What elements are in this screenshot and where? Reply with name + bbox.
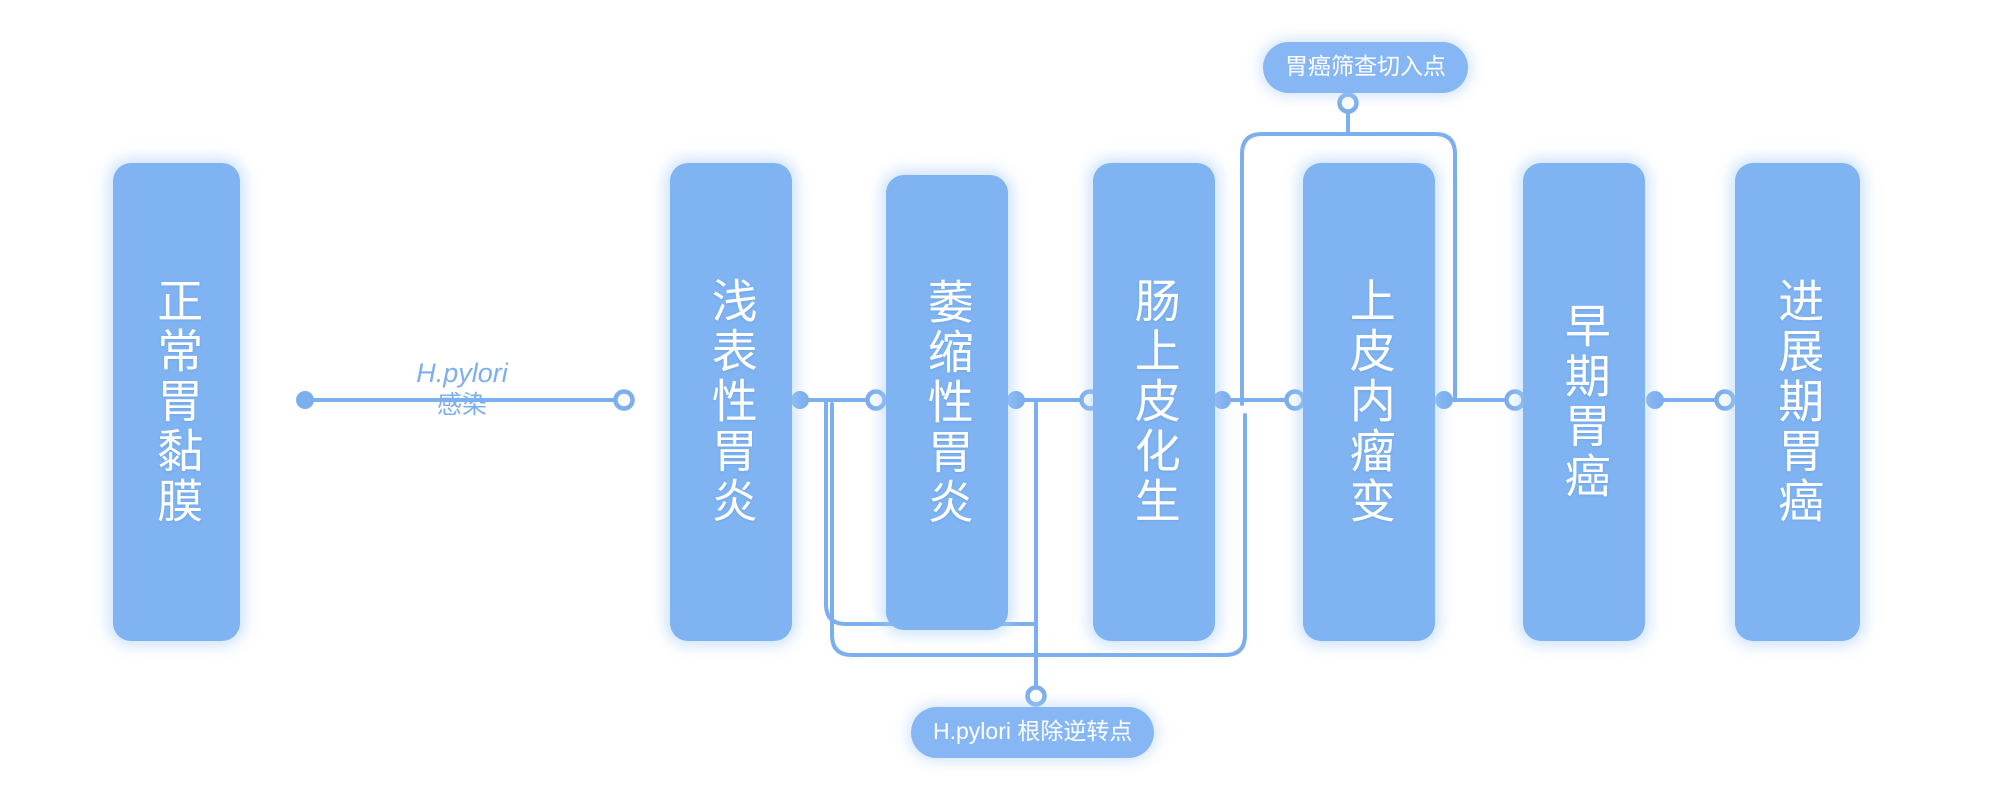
edge-label-hpylori-infection: H.pylori 感染 xyxy=(372,358,552,422)
node-intestinal-metaplasia[interactable]: 肠上皮化生 xyxy=(1093,163,1215,641)
edge-source-dot-6 xyxy=(1646,391,1664,409)
edge-label-line1: H.pylori xyxy=(416,358,508,388)
callout-anchor-ring-top xyxy=(1337,92,1359,114)
edge-source-dot-2 xyxy=(791,391,809,409)
node-label: 正常胃黏膜 xyxy=(151,277,204,527)
node-superficial-gastritis[interactable]: 浅表性胃炎 xyxy=(670,163,792,641)
node-early-gastric-cancer[interactable]: 早期胃癌 xyxy=(1523,163,1645,641)
edge-target-ring-1 xyxy=(613,389,635,411)
node-label: 萎缩性胃炎 xyxy=(921,277,974,528)
edge-target-ring-5 xyxy=(1504,389,1526,411)
edge-source-dot-4 xyxy=(1213,391,1231,409)
edge-target-ring-4 xyxy=(1284,389,1306,411)
callout-anchor-ring-bottom xyxy=(1025,685,1047,707)
edge-target-ring-2 xyxy=(865,389,887,411)
edge-source-dot-5 xyxy=(1435,391,1453,409)
node-label: 进展期胃癌 xyxy=(1772,277,1825,527)
edge-source-dot-3 xyxy=(1007,391,1025,409)
node-normal-mucosa[interactable]: 正常胃黏膜 xyxy=(113,163,240,641)
node-label: 上皮内瘤变 xyxy=(1343,277,1396,527)
node-label: 肠上皮化生 xyxy=(1128,277,1181,527)
node-label: 浅表性胃炎 xyxy=(705,277,758,527)
edge-label-line2: 感染 xyxy=(436,391,487,420)
node-label: 早期胃癌 xyxy=(1558,302,1611,502)
node-advanced-gastric-cancer[interactable]: 进展期胃癌 xyxy=(1735,163,1860,641)
callout-hpylori-eradication-reversal[interactable]: H.pylori 根除逆转点 xyxy=(911,707,1155,758)
node-intraepithelial-neoplasia[interactable]: 上皮内瘤变 xyxy=(1303,163,1435,641)
node-atrophic-gastritis[interactable]: 萎缩性胃炎 xyxy=(886,175,1008,630)
edge-target-ring-6 xyxy=(1714,389,1736,411)
edge-source-dot-1 xyxy=(296,391,314,409)
callout-screening-entry-point[interactable]: 胃癌筛查切入点 xyxy=(1263,42,1468,93)
